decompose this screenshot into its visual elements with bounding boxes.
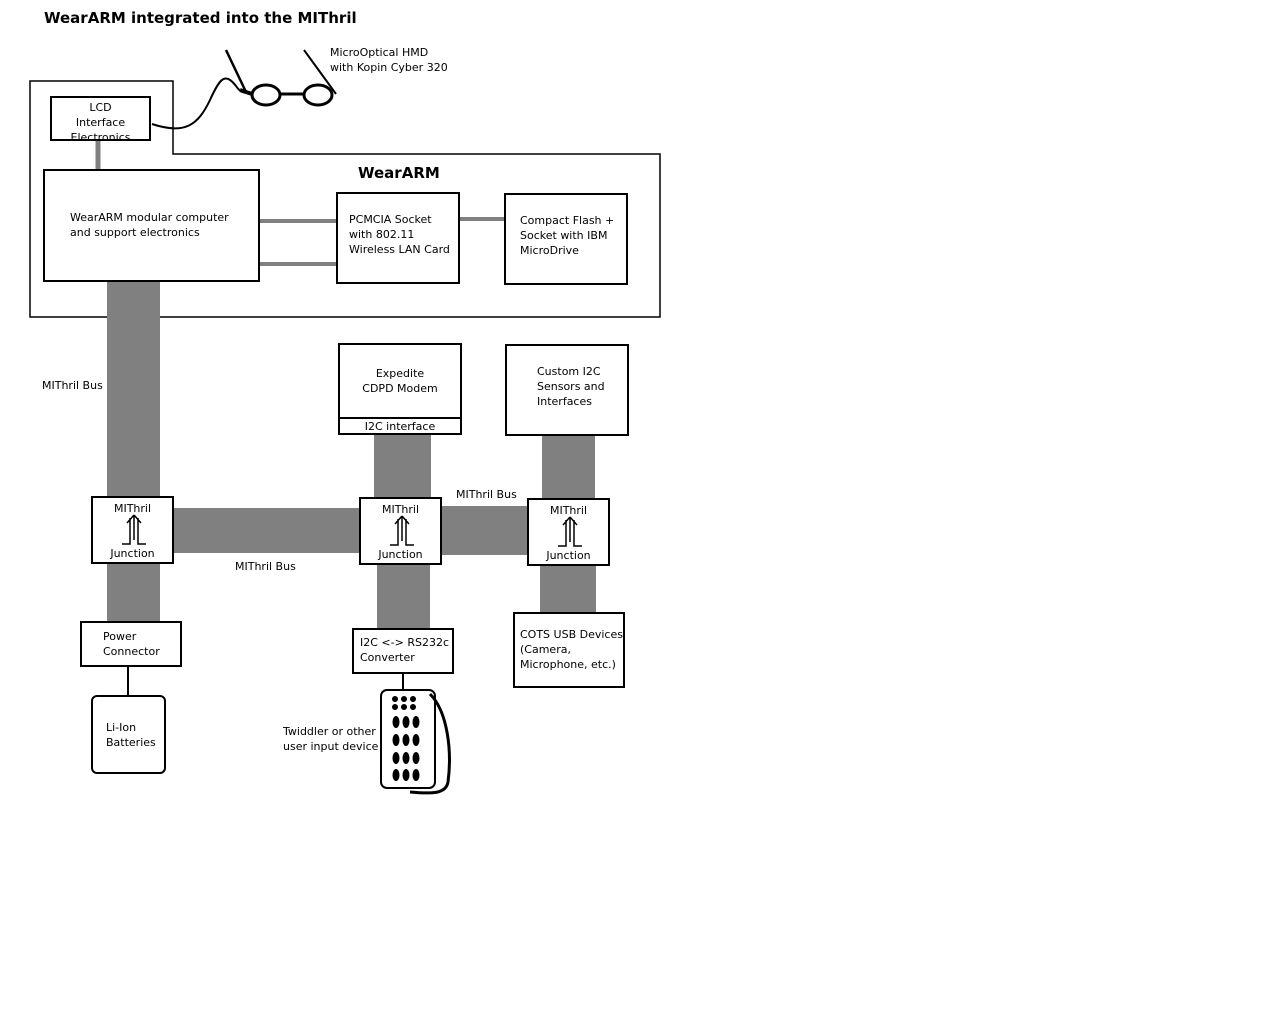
i2c-interface-label: I2C interface xyxy=(340,417,460,435)
diagram-title: WearARM integrated into the MIThril xyxy=(44,9,357,27)
bus-horizontal-left xyxy=(173,508,361,553)
junction-middle: MIThril Junction xyxy=(359,497,442,565)
twiddler-icon xyxy=(380,674,451,795)
bus-expedite xyxy=(374,434,431,499)
bus-label-right: MIThril Bus xyxy=(456,488,517,501)
batteries-label: Li-Ion Batteries xyxy=(106,721,156,749)
custom-i2c-box: Custom I2C Sensors and Interfaces xyxy=(505,344,629,436)
bus-power xyxy=(107,563,160,623)
computer-box: WearARM modular computer and support ele… xyxy=(43,169,260,282)
wearearm-heading: WearARM xyxy=(358,164,440,182)
bus-label-vertical: MIThril Bus xyxy=(42,379,103,392)
junction-left-bottom: Junction xyxy=(110,547,155,560)
bus-label-bottom: MIThril Bus xyxy=(235,560,296,573)
bus-converter xyxy=(377,564,430,630)
hmd-label: MicroOptical HMD with Kopin Cyber 320 xyxy=(330,46,448,74)
pcmcia-label: PCMCIA Socket with 802.11 Wireless LAN C… xyxy=(349,213,450,256)
junction-left: MIThril Junction xyxy=(91,496,174,564)
junction-middle-top: MIThril xyxy=(381,503,420,516)
twiddler-label: Twiddler or other user input device xyxy=(283,725,379,753)
pcmcia-box: PCMCIA Socket with 802.11 Wireless LAN C… xyxy=(336,192,460,284)
compact-flash-label: Compact Flash + Socket with IBM MicroDri… xyxy=(520,214,615,257)
junction-arrow-icon xyxy=(558,516,582,547)
bus-cots xyxy=(540,565,596,614)
batteries-box: Li-Ion Batteries xyxy=(91,695,166,774)
cots-usb-box: COTS USB Devices (Camera, Microphone, et… xyxy=(513,612,625,688)
junction-middle-bottom: Junction xyxy=(378,548,423,561)
power-connector-label: Power Connector xyxy=(103,630,160,658)
power-connector-box: Power Connector xyxy=(80,621,182,667)
custom-i2c-label: Custom I2C Sensors and Interfaces xyxy=(537,365,605,408)
junction-arrow-icon xyxy=(122,514,146,545)
cots-usb-label: COTS USB Devices (Camera, Microphone, et… xyxy=(520,628,623,671)
compact-flash-box: Compact Flash + Socket with IBM MicroDri… xyxy=(504,193,628,285)
converter-label: I2C <-> RS232c Converter xyxy=(360,636,449,664)
junction-arrow-icon xyxy=(390,515,414,546)
junction-left-top: MIThril xyxy=(113,502,152,515)
bus-horizontal-right xyxy=(441,506,529,555)
expedite-modem-box: Expedite CDPD Modem I2C interface xyxy=(338,343,462,435)
expedite-label: Expedite CDPD Modem xyxy=(362,367,438,395)
junction-right: MIThril Junction xyxy=(527,498,610,566)
junction-right-bottom: Junction xyxy=(546,549,591,562)
bus-custom xyxy=(542,435,595,500)
bus-vertical-main xyxy=(107,281,160,498)
computer-label: WearARM modular computer and support ele… xyxy=(70,211,229,239)
converter-box: I2C <-> RS232c Converter xyxy=(352,628,454,674)
lcd-interface-box: LCD Interface Electronics xyxy=(50,96,151,144)
junction-right-top: MIThril xyxy=(549,504,588,517)
